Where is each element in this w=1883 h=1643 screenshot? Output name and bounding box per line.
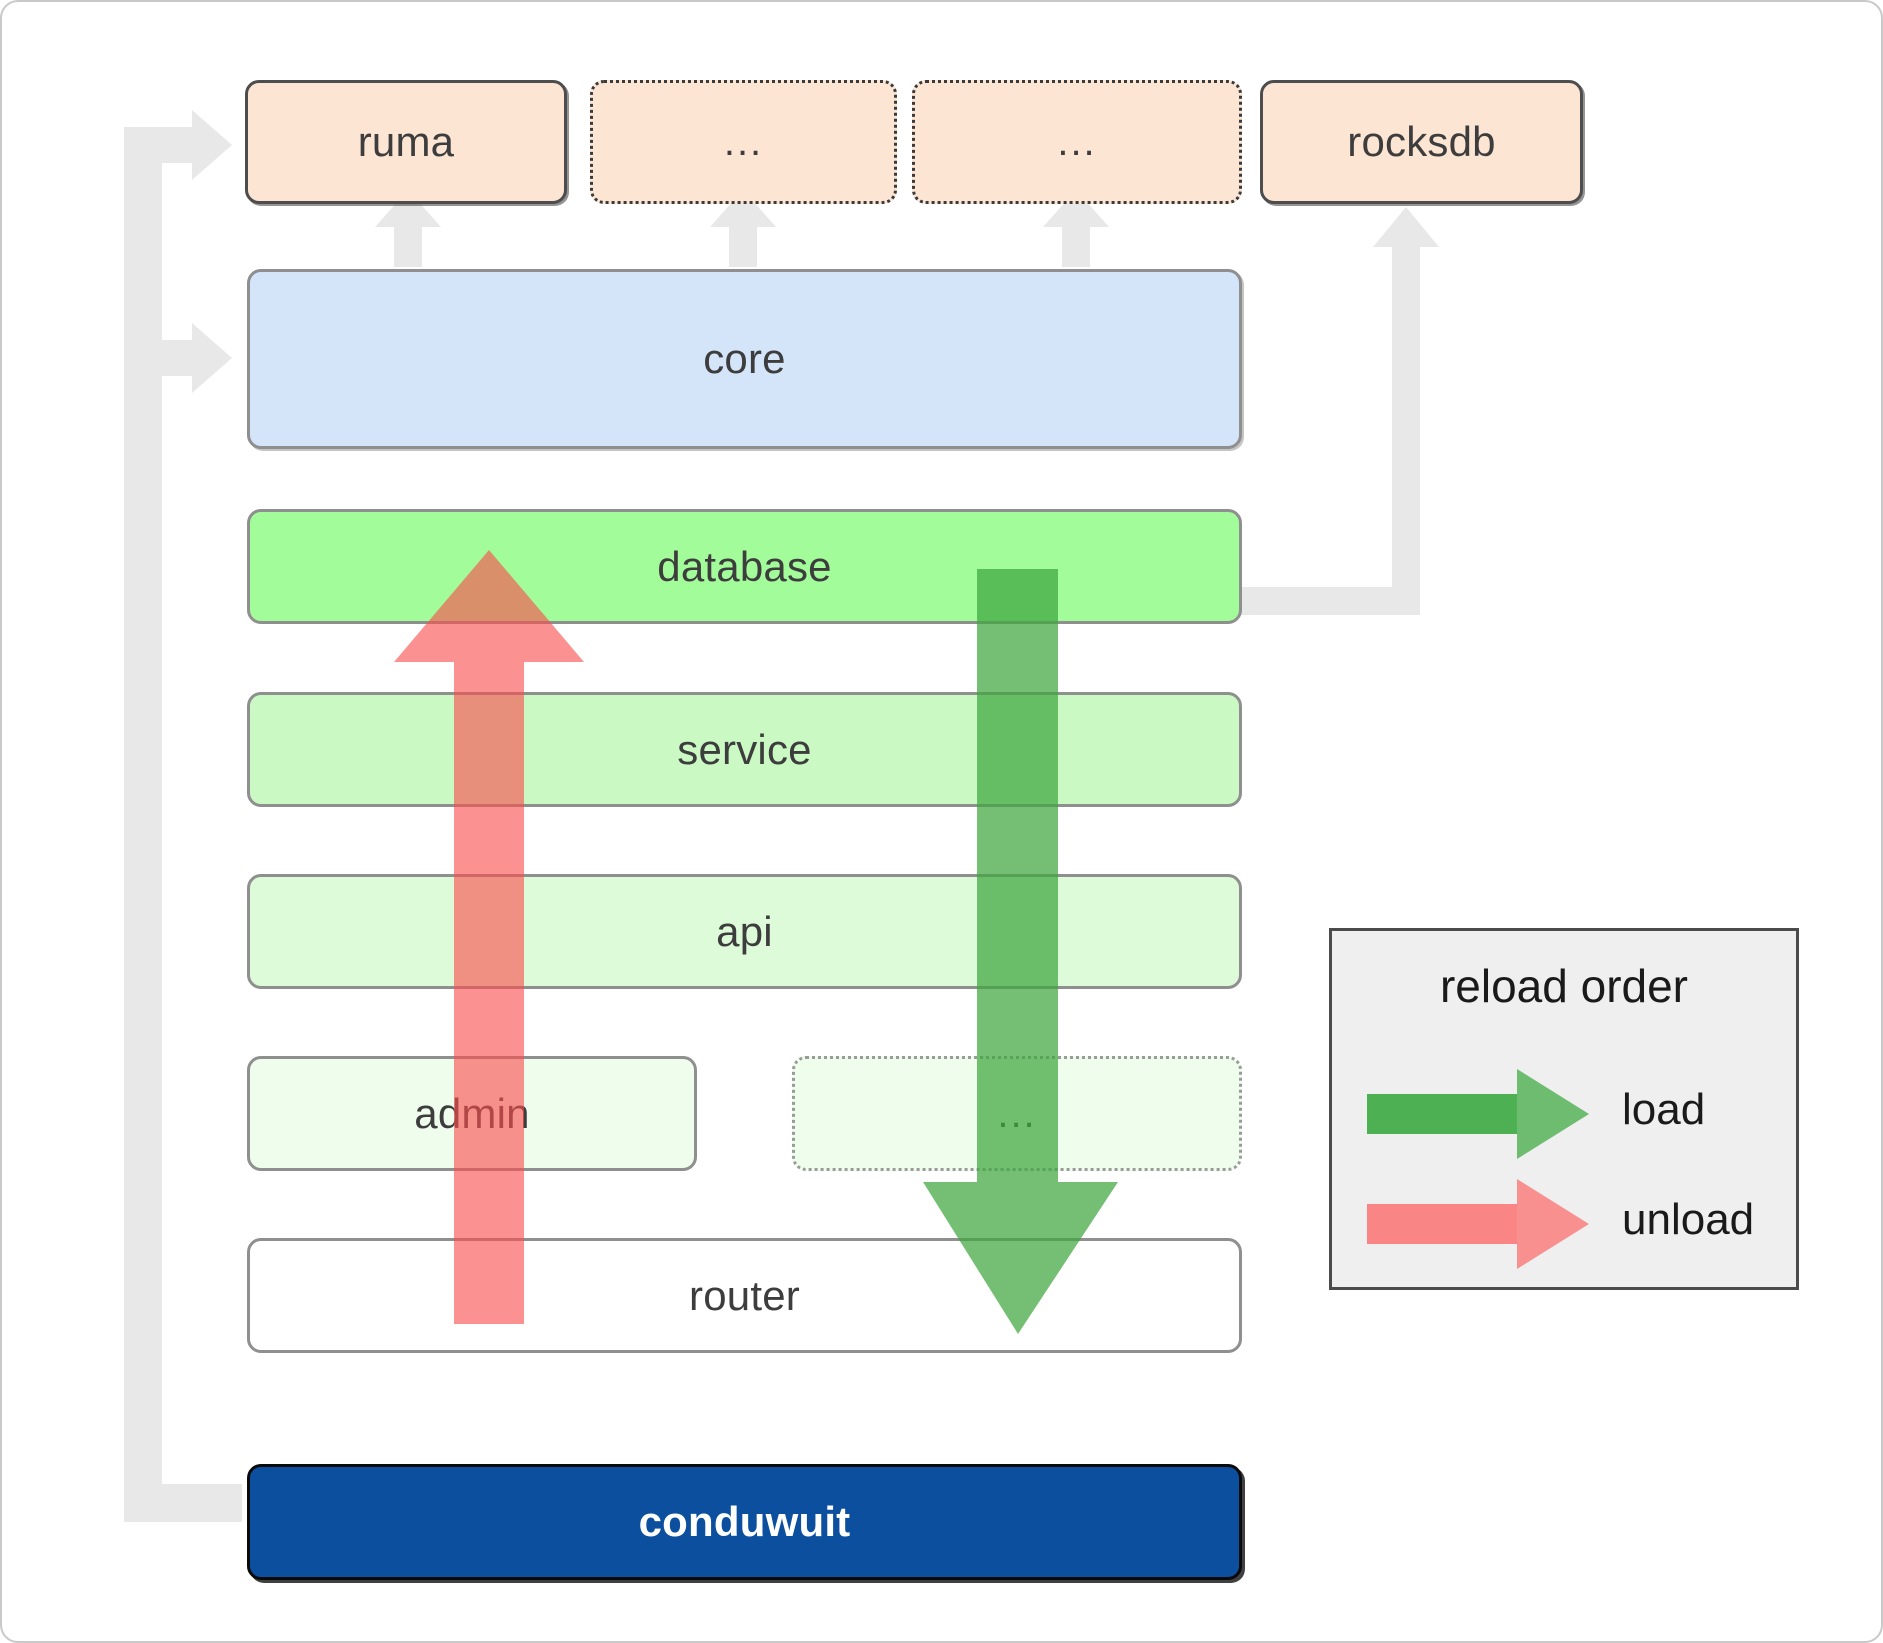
layer-box-core[interactable]: core (247, 269, 1242, 449)
dependency-box-ruma[interactable]: ruma (245, 80, 567, 204)
legend-row-load: load (1332, 1059, 1796, 1169)
legend-panel: reload order load unload (1329, 928, 1799, 1290)
dependency-label: ... (723, 120, 764, 164)
legend-label-load: load (1622, 1085, 1706, 1134)
application-box-conduwuit[interactable]: conduwuit (247, 1464, 1242, 1580)
layer-label: router (689, 1271, 800, 1319)
layer-box-api[interactable]: api (247, 874, 1242, 989)
legend-title: reload order (1439, 960, 1689, 1012)
layer-box-placeholder[interactable]: ... (792, 1056, 1242, 1171)
layer-box-service[interactable]: service (247, 692, 1242, 807)
layer-box-router[interactable]: router (247, 1238, 1242, 1353)
layer-label: core (703, 335, 786, 382)
layer-box-admin[interactable]: admin (247, 1056, 697, 1171)
layer-label: admin (414, 1089, 530, 1137)
dependency-box-placeholder-1[interactable]: ... (590, 80, 897, 204)
application-label: conduwuit (638, 1498, 851, 1545)
layer-box-database[interactable]: database (247, 509, 1242, 624)
legend-label-unload: unload (1622, 1195, 1755, 1244)
layer-label: ... (997, 1091, 1037, 1136)
legend-row-unload: unload (1332, 1169, 1796, 1279)
load-arrow-icon (1367, 1069, 1589, 1159)
layer-label: service (677, 725, 812, 773)
unload-arrow-icon (1367, 1179, 1589, 1269)
dependency-box-rocksdb[interactable]: rocksdb (1260, 80, 1583, 204)
dependency-label: ... (1057, 120, 1097, 164)
layer-label: api (716, 907, 773, 955)
dependency-label: rocksdb (1347, 118, 1496, 165)
layer-label: database (657, 542, 832, 590)
dependency-box-placeholder-2[interactable]: ... (912, 80, 1242, 204)
dependency-label: ruma (357, 118, 455, 165)
